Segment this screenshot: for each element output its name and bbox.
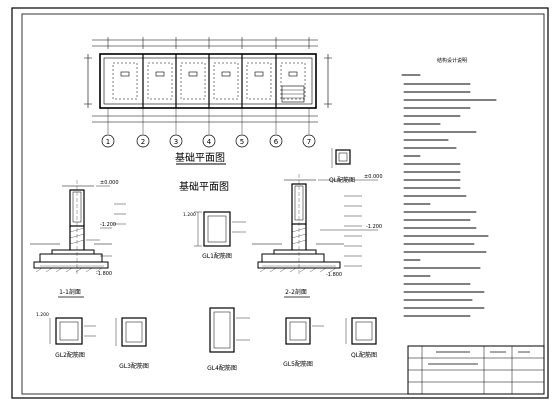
section-1-1 xyxy=(30,180,112,276)
gl-b-label: GL3配筋图 xyxy=(119,362,149,370)
title-block xyxy=(407,345,545,395)
gl-a-dim: 1.200 xyxy=(36,312,49,318)
elev-top-1: ±0.000 xyxy=(100,180,119,186)
elev-bot-2: -1.800 xyxy=(326,272,342,278)
gl-c-label: GL4配筋图 xyxy=(207,364,237,372)
title-block-strokes xyxy=(428,351,530,365)
axis-label: 2 xyxy=(141,138,145,146)
foundation-plan xyxy=(84,37,332,148)
dim-ticks-1 xyxy=(114,203,126,225)
axis-label: 1 xyxy=(106,138,110,146)
section-1-1-label: 1-1剖面 xyxy=(59,288,81,296)
outer-frame xyxy=(11,7,549,399)
gl-section-b xyxy=(115,317,147,347)
elev-mid-2: -1.200 xyxy=(366,224,382,230)
gl-section-c xyxy=(209,307,250,353)
ql-bottom-label: QL配筋图 xyxy=(351,351,377,359)
gl-center-label: GL1配筋图 xyxy=(202,252,232,260)
plan-title: 基础平面图 xyxy=(175,151,225,164)
axis-label: 5 xyxy=(240,138,244,146)
notes-lines xyxy=(401,74,497,317)
inner-frame xyxy=(21,13,545,395)
ql-section-bottom xyxy=(345,317,377,345)
axis-label: 4 xyxy=(207,138,212,146)
axis-label: 3 xyxy=(174,138,178,146)
section-2-2-label: 2-2剖面 xyxy=(285,288,307,296)
gl-a-label: GL2配筋图 xyxy=(55,351,85,359)
axis-labels: 1 2 3 4 5 6 7 xyxy=(106,138,311,146)
section-2-2 xyxy=(252,174,378,276)
gl-d-label: GL5配筋图 xyxy=(283,360,313,368)
elev-bot-1: -1.800 xyxy=(96,271,112,277)
axis-label: 6 xyxy=(274,138,279,146)
gl-center-section xyxy=(194,211,246,247)
gl-center-dim: 1.200 xyxy=(183,212,196,218)
ql-section-top xyxy=(331,148,351,168)
elev-mid-1: -1.200 xyxy=(100,222,116,228)
notes-column: 结构设计说明 xyxy=(437,57,467,64)
gl-section-a xyxy=(49,317,96,345)
ring-beam-title: 基础平面图 xyxy=(179,180,229,193)
axis-label: 7 xyxy=(307,138,311,146)
notes-title: 结构设计说明 xyxy=(437,57,467,64)
elev-top-2: ±0.000 xyxy=(364,174,383,180)
gl-section-d xyxy=(285,317,324,345)
